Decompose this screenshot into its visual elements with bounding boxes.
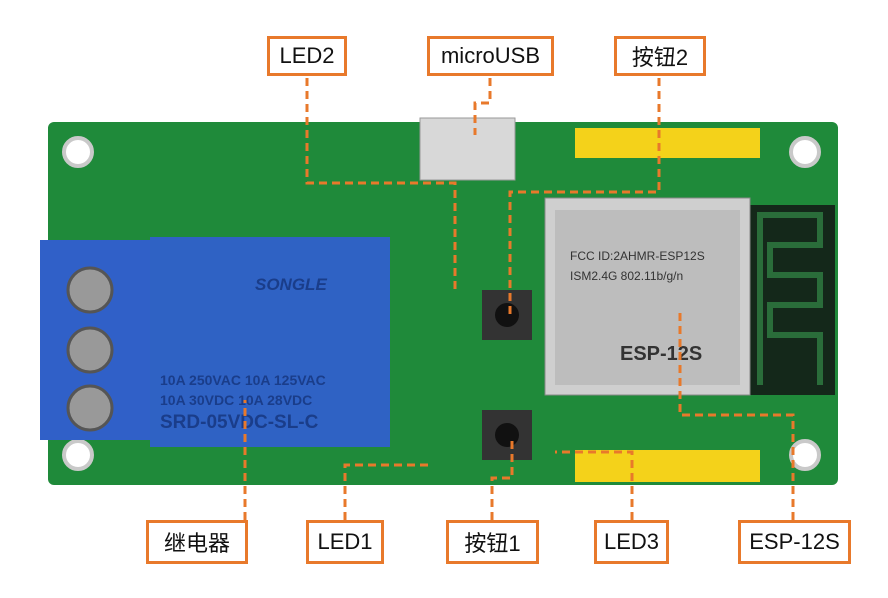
label-button2: 按钮2 (614, 36, 706, 76)
esp-line1: FCC ID:2AHMR-ESP12S (570, 249, 705, 263)
relay-model: SRD-05VDC-SL-C (160, 412, 319, 433)
label-led2: LED2 (267, 36, 347, 76)
label-esp12s: ESP-12S (738, 520, 851, 564)
label-led3: LED3 (594, 520, 669, 564)
label-led1: LED1 (306, 520, 384, 564)
mount-hole (62, 439, 94, 471)
relay-line2: 10A 30VDC 10A 28VDC (160, 392, 312, 408)
esp-model: ESP-12S (620, 343, 702, 365)
screw (66, 384, 114, 432)
label-button1: 按钮1 (446, 520, 539, 564)
mount-hole (62, 136, 94, 168)
pin-header-top (575, 128, 760, 158)
relay-body (150, 237, 390, 447)
mount-hole (789, 136, 821, 168)
mount-hole (789, 439, 821, 471)
label-microusb: microUSB (427, 36, 554, 76)
screw (66, 326, 114, 374)
screw (66, 266, 114, 314)
label-relay: 继电器 (146, 520, 248, 564)
microusb-port (419, 117, 516, 181)
relay-brand: SONGLE (255, 275, 327, 294)
esp-line2: ISM2.4G 802.11b/g/n (570, 269, 683, 283)
relay-line1: 10A 250VAC 10A 125VAC (160, 372, 326, 388)
pin-header-bottom (575, 450, 760, 482)
leader-lines (243, 78, 795, 520)
